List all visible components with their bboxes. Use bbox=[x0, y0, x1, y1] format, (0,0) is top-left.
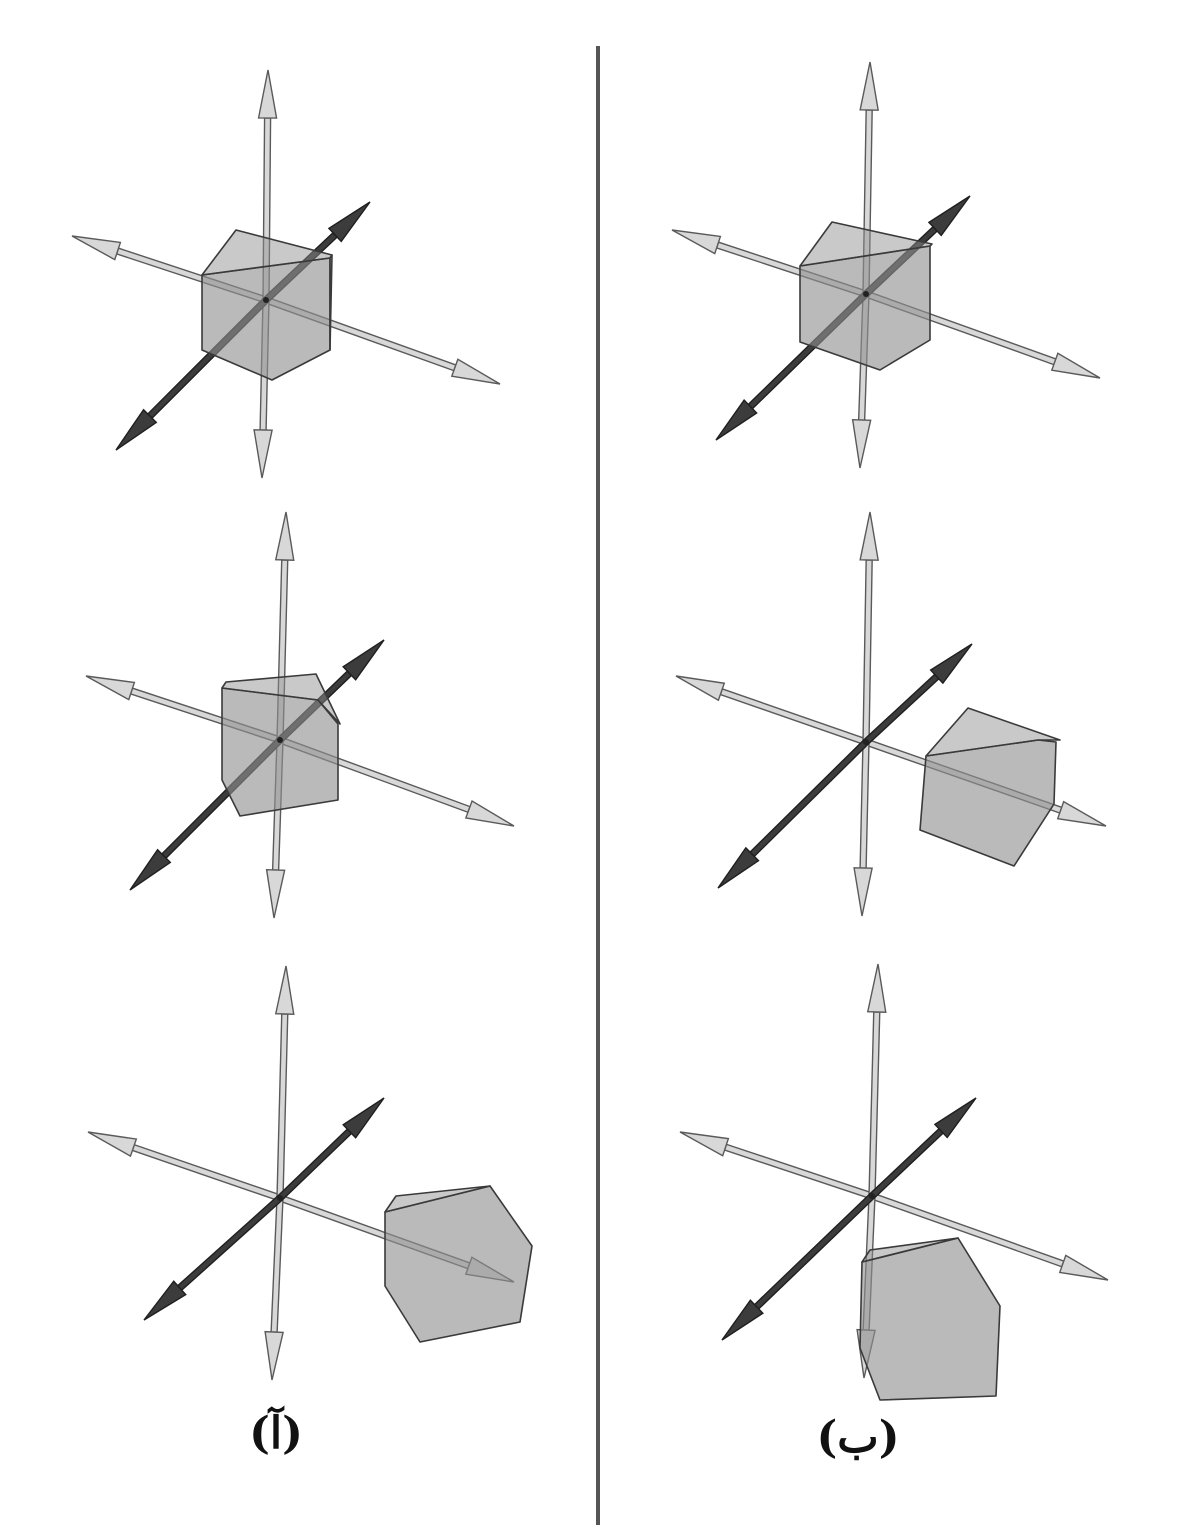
axis-depth-near-shaft bbox=[749, 738, 870, 858]
cube-top-face bbox=[384, 1185, 491, 1213]
cube-top-face bbox=[861, 1237, 959, 1263]
axis-horizontal-right-arrowhead bbox=[1050, 352, 1101, 379]
axis-horizontal-left-arrowhead bbox=[675, 675, 726, 702]
axis-horizontal-left-shaft bbox=[131, 1143, 282, 1202]
axis-depth-near-arrowhead bbox=[721, 1299, 764, 1341]
axis-horizontal-left-shaft bbox=[723, 1143, 874, 1200]
axis-depth-far-arrowhead bbox=[929, 643, 973, 685]
axis-vertical-up-arrowhead bbox=[274, 511, 295, 561]
axis-vertical-down-arrowhead bbox=[851, 418, 872, 469]
axis-vertical-up-arrowhead bbox=[859, 511, 879, 561]
axis-horizontal-left-arrowhead bbox=[671, 229, 722, 255]
panel-b2 bbox=[675, 511, 1107, 917]
axis-horizontal-left-arrowhead bbox=[71, 235, 122, 261]
cube-front-face bbox=[799, 245, 931, 371]
axis-vertical-down-arrowhead bbox=[265, 868, 286, 919]
cube bbox=[384, 1185, 533, 1343]
origin-point bbox=[263, 297, 269, 303]
axis-horizontal-right-arrowhead bbox=[450, 358, 501, 385]
cube bbox=[221, 673, 341, 817]
axis-horizontal-left-shaft bbox=[719, 688, 868, 746]
panels-layer bbox=[71, 61, 1109, 1401]
axis-horizontal-left-arrowhead bbox=[85, 675, 136, 701]
axis-horizontal-left-arrowhead bbox=[679, 1131, 730, 1157]
axis-vertical-down-arrowhead bbox=[253, 429, 273, 479]
cube bbox=[859, 1237, 1001, 1401]
cube-front-face bbox=[384, 1185, 533, 1343]
axis-vertical-up-shaft bbox=[868, 1011, 881, 1197]
cube-top-face bbox=[799, 221, 933, 267]
axis-depth-near-arrowhead bbox=[143, 1280, 187, 1321]
cube-top-face bbox=[221, 673, 341, 725]
axis-depth-far-arrowhead bbox=[933, 1097, 977, 1139]
axis-depth-near-arrowhead bbox=[115, 408, 158, 451]
cube bbox=[919, 707, 1061, 867]
axis-depth-near-arrowhead bbox=[129, 848, 172, 891]
axis-horizontal-right-arrowhead bbox=[1058, 1254, 1109, 1281]
axis-horizontal-left-arrowhead bbox=[87, 1131, 138, 1158]
cube bbox=[799, 221, 933, 371]
axis-vertical-up-shaft bbox=[276, 1013, 289, 1199]
cube-top-face bbox=[925, 707, 1061, 757]
cube bbox=[201, 229, 333, 381]
axis-depth-far-shaft bbox=[868, 1127, 945, 1200]
panel-a3 bbox=[87, 965, 533, 1381]
origin-point bbox=[277, 737, 283, 743]
axis-depth-near-arrowhead bbox=[715, 398, 758, 441]
panel-b3 bbox=[679, 963, 1109, 1401]
axis-vertical-up-arrowhead bbox=[866, 963, 887, 1013]
origin-point bbox=[277, 1195, 283, 1201]
axis-depth-far-arrowhead bbox=[342, 639, 385, 681]
origin-point bbox=[863, 291, 869, 297]
axis-depth-near-shaft bbox=[753, 1192, 876, 1310]
axis-vertical-up-shaft bbox=[862, 559, 873, 743]
cube-front-face bbox=[859, 1237, 1001, 1401]
axis-vertical-up-arrowhead bbox=[257, 69, 278, 119]
column-b-label: (ب) bbox=[816, 1412, 900, 1463]
axis-depth-near-arrowhead bbox=[717, 846, 760, 889]
axis-horizontal-right-arrowhead bbox=[464, 799, 515, 827]
axis-depth-near-shaft bbox=[176, 1194, 283, 1292]
axis-vertical-down-arrowhead bbox=[264, 1330, 284, 1381]
origin-point bbox=[863, 739, 869, 745]
origin-point bbox=[869, 1193, 875, 1199]
column-a-label: (آ) bbox=[249, 1408, 303, 1459]
panel-b1 bbox=[671, 61, 1101, 469]
cube-side-face bbox=[329, 254, 333, 351]
axis-vertical-up-arrowhead bbox=[859, 61, 880, 111]
panel-a2 bbox=[85, 511, 515, 919]
axis-depth-far-shaft bbox=[862, 673, 940, 746]
axis-depth-far-shaft bbox=[276, 1128, 353, 1202]
axis-vertical-down-arrowhead bbox=[853, 867, 873, 917]
cube-front-face bbox=[201, 257, 331, 381]
axis-depth-far-arrowhead bbox=[327, 201, 371, 243]
axis-depth-far-arrowhead bbox=[342, 1097, 385, 1139]
cube-front-face bbox=[221, 687, 339, 817]
axis-depth-far-arrowhead bbox=[927, 195, 971, 237]
axis-vertical-down-shaft bbox=[270, 1197, 284, 1333]
panel-a1 bbox=[71, 69, 501, 479]
axis-horizontal-right-arrowhead bbox=[1056, 800, 1107, 827]
axis-vertical-up-arrowhead bbox=[274, 965, 295, 1015]
cube-front-face bbox=[919, 739, 1057, 867]
axis-vertical-down-shaft bbox=[859, 741, 870, 869]
